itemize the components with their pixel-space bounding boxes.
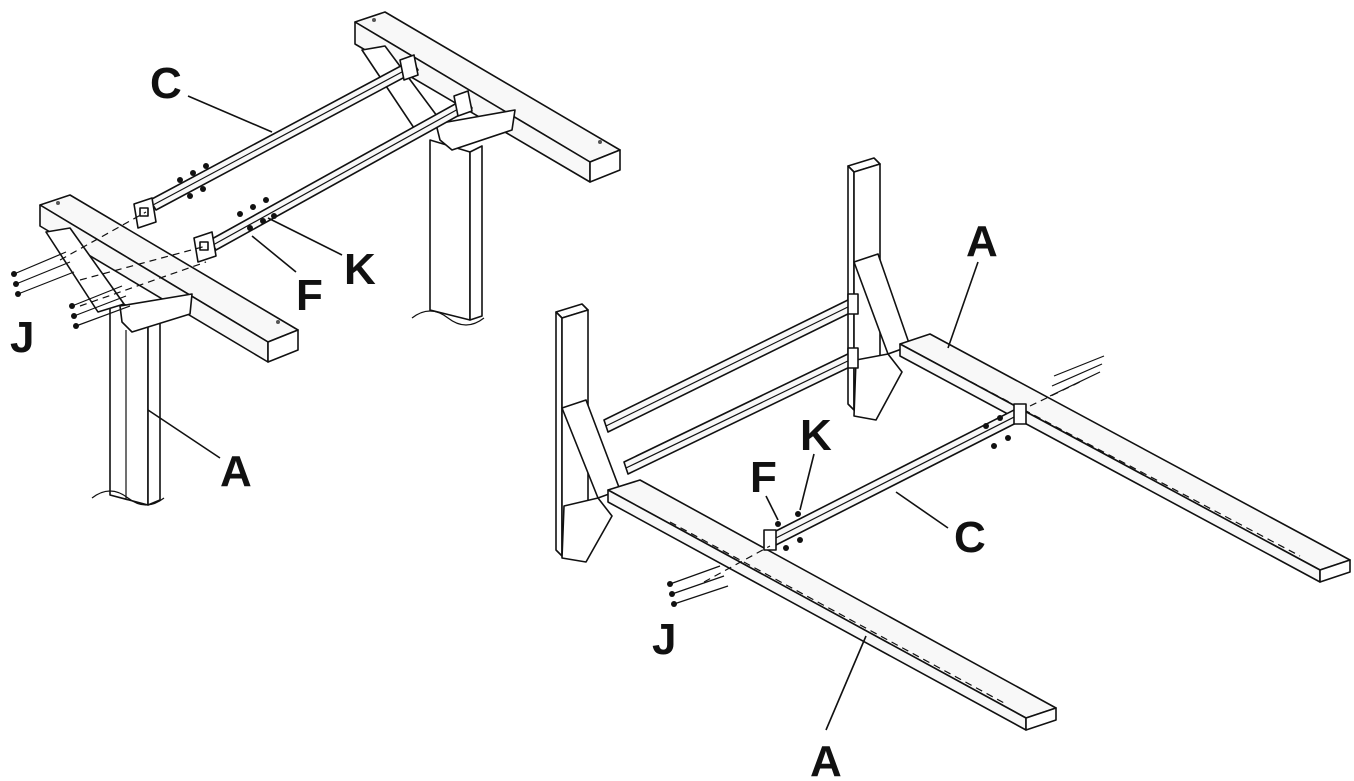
label-left-a: A [220,447,252,496]
left-k-leader [267,217,343,256]
left-f-leader [251,235,297,273]
left-cross-rail-upper [149,59,419,211]
label-right-c: C [954,513,986,562]
right-near-leg [555,303,621,563]
right-near-beam [607,479,1057,731]
label-left-j: J [10,313,34,362]
right-fasteners [775,415,1011,551]
right-k-leader [799,453,815,511]
left-far-top-rail [354,11,621,183]
label-right-a-top: A [966,217,998,266]
right-f-leader [765,495,779,521]
right-a-top-leader [947,261,979,349]
left-near-leg [91,299,165,506]
label-right-a-bottom: A [810,737,842,781]
label-right-k: K [800,411,832,460]
label-right-f: F [750,453,777,502]
left-a-leader [147,409,221,459]
right-bolts [667,355,1105,607]
label-left-c: C [150,59,182,108]
left-c-leader [187,95,273,133]
label-right-j: J [652,615,676,664]
left-far-leg [411,139,485,326]
left-bracket-plates [133,54,473,263]
left-assembly: C K F J A [10,11,621,506]
left-alignment-lines [59,211,207,307]
right-c-leader [895,491,949,529]
right-assembly: A K F C J A [555,157,1351,781]
right-far-beam [899,333,1351,583]
right-upper-rails [603,293,859,475]
left-bolts [11,251,131,329]
label-left-k: K [344,245,376,294]
left-near-top-rail [39,194,299,363]
right-a-bottom-leader [825,635,867,731]
right-far-leg [847,157,911,421]
label-left-f: F [296,271,323,320]
right-cross-rail [763,403,1027,551]
left-fasteners [177,163,277,231]
